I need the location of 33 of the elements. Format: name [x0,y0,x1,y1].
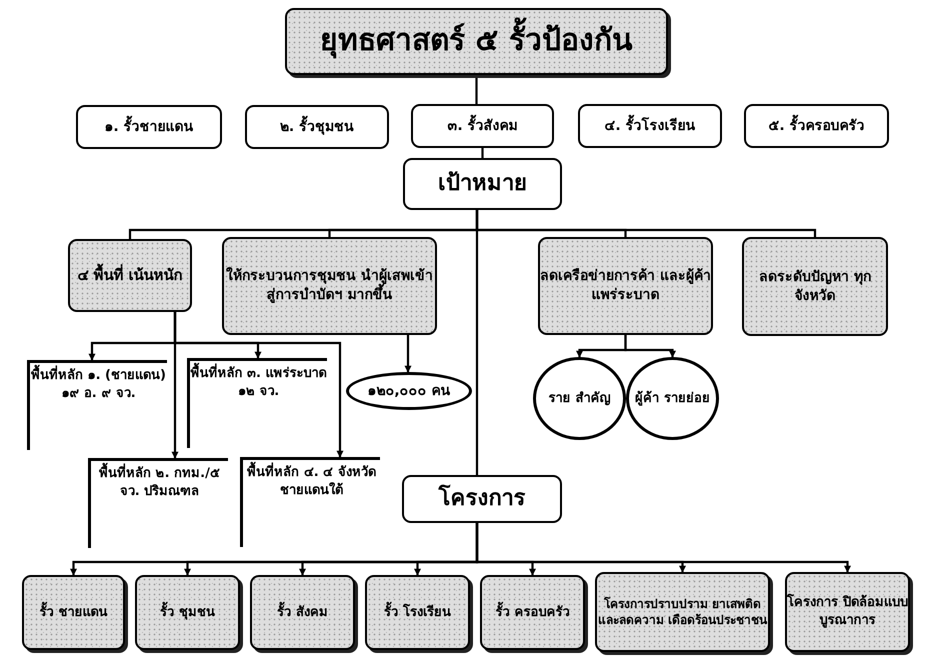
arrow [174,312,344,458]
goal-box: ให้กระบวนการชุมชน นำผู้เสพเข้าสู่การบำบัดฯ มากขึ้น [222,237,437,335]
goal-box: ลดเครือข่ายการค้า และผู้ค้าแพร่ระบาด [538,237,713,335]
arrow [624,335,676,358]
project-box: รั้ว โรงเรียน [365,575,470,650]
goal-box: ลดระดับปัญหา ทุกจังหวัด [742,237,888,336]
count-ellipse: ๑๒๐,๐๐๐ คน [346,372,472,410]
connector-line [475,75,478,104]
area-label: พื้นที่หลัก ๓. แพร่ระบาด ๑๒ จว. [187,358,327,448]
heading-box: เป้าหมาย [403,158,562,210]
project-box: รั้ว ชุมชน [135,575,240,650]
arrow [404,335,412,373]
connector-line [476,210,478,475]
project-box: รั้ว ชายแดน [22,575,125,650]
title-box: ยุทธศาสตร์ ๕ รั้วป้องกัน [285,8,668,75]
area-label: พื้นที่หลัก ๑. (ชายแดน) ๑๙ อ. ๙ จว. [27,360,167,450]
goal-box: ๔ พื้นที่ เน้นหนัก [68,239,192,312]
strategy-box: ๒. รั้วชุมชน [245,105,389,149]
strategy-box: ๔. รั้วโรงเรียน [578,104,722,148]
trader-circle: ราย สำคัญ [533,357,626,440]
strategy-box: ๑. รั้วชายแดน [76,105,222,149]
area-label: พื้นที่หลัก ๔. ๔ จังหวัด ชายแดนใต้ [240,457,380,547]
strategy-box: ๓. รั้วสังคม [411,104,554,148]
connector-line [481,148,484,158]
area-label: พื้นที่หลัก ๒. กทม./๕ จว. ปริมณฑล [88,458,228,548]
heading-box: โครงการ [402,475,562,523]
arrow [476,523,851,573]
trader-circle: ผู้ค้า รายย่อย [626,357,719,440]
project-box: โครงการปราบปราม ยาเสพติดและลดความ เดือดร้อนประชาชน [595,572,770,652]
project-box: รั้ว สังคม [250,575,355,650]
project-box: รั้ว ครอบครัว [480,575,585,650]
strategy-box: ๕. รั้วครอบครัว [744,104,889,148]
project-box: โครงการ ปิดล้อมแบบ บูรณาการ [785,572,910,652]
